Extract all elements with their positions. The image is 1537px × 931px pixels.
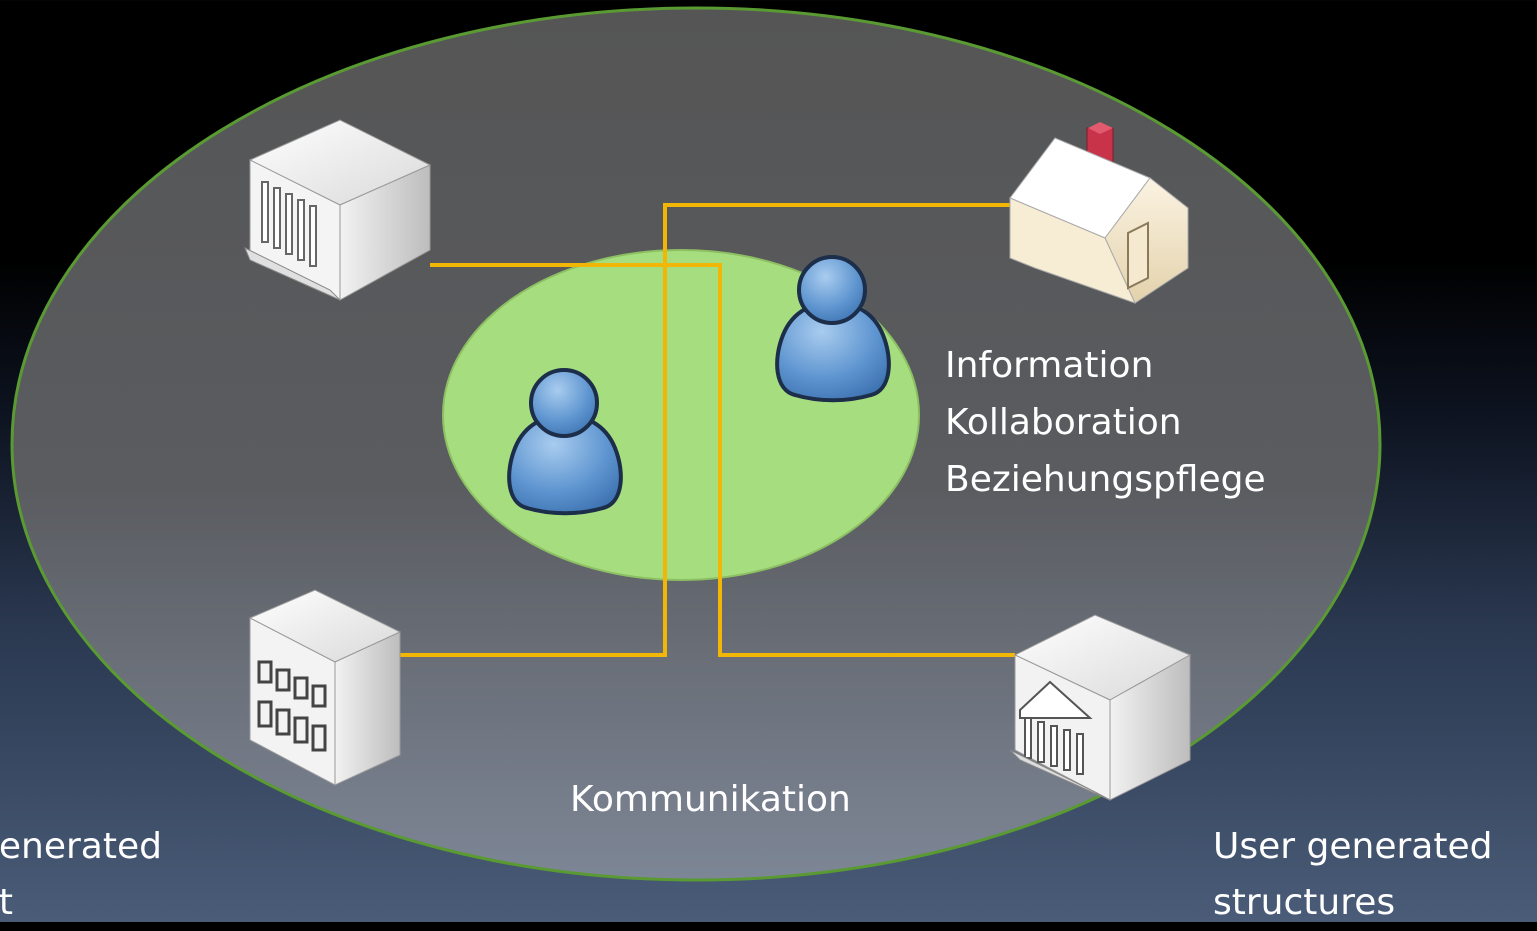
person-icon [775,255,891,403]
right-caption-line-2: structures [1213,882,1396,923]
left-caption: generated nt [0,819,200,931]
center-label: Kommunikation [570,779,851,820]
connector-top-left [430,263,1015,657]
right-caption-line-1: User generated [1213,826,1493,867]
person-icon [507,368,623,516]
bank-building-icon [1009,614,1192,801]
activity-kollaboration: Kollaboration [945,402,1182,443]
right-caption: User generated structures [1213,819,1492,931]
connector-top-right [400,203,1012,657]
activity-information: Information [945,345,1154,386]
house-icon [1009,122,1189,304]
office-building-icon [248,589,402,786]
building-columns-icon [244,119,432,301]
connector-lines [400,203,1015,657]
activity-beziehungspflege: Beziehungspflege [945,459,1266,500]
activities-label: Information Kollaboration Beziehungspfle… [945,338,1266,509]
left-caption-line-1: generated [0,826,162,867]
left-caption-line-2: nt [0,882,13,923]
